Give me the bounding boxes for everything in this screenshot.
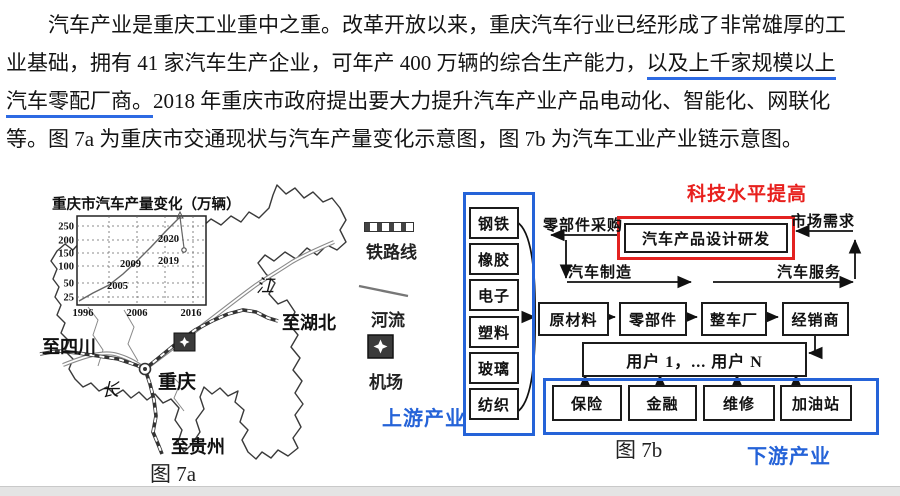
label-to-guizhou: 至贵州 xyxy=(171,437,225,457)
line1-text: 汽车产业是重庆工业重中之重。改革开放以来，重庆汽车行业已经形成了非常雄厚的工 xyxy=(48,13,846,37)
chart-gridlines xyxy=(77,216,206,305)
market-demand-label: 市场需求 xyxy=(791,214,856,230)
river-legend-label: 河流 xyxy=(371,311,405,330)
upstream-group-box xyxy=(463,192,535,436)
airport-legend-icon xyxy=(367,334,394,359)
downstream-item-insurance: 保险 xyxy=(552,385,622,421)
airport-symbol xyxy=(173,332,196,352)
railway-legend-icon xyxy=(364,222,414,232)
svg-text:50: 50 xyxy=(64,279,75,290)
bottom-page-edge xyxy=(0,486,900,496)
figure-7b-caption: 图 7b xyxy=(615,438,663,462)
chart-peak-marker xyxy=(176,210,184,219)
river-char-jiang: 江 xyxy=(256,276,276,296)
label-to-sichuan: 至四川 xyxy=(42,337,96,357)
svg-text:250: 250 xyxy=(58,222,74,233)
chart-2019-marker xyxy=(181,247,187,253)
line2-underlined-text: 以及上千家规模以上 xyxy=(646,51,836,80)
upstream-item-glass: 玻璃 xyxy=(469,352,519,384)
railway-legend-label: 铁路线 xyxy=(366,243,417,262)
upstream-item-steel: 钢铁 xyxy=(469,207,519,239)
upstream-item-electronics: 电子 xyxy=(469,279,519,311)
paragraph-line-1: 汽车产业是重庆工业重中之重。改革开放以来，重庆汽车行业已经形成了非常雄厚的工 xyxy=(6,6,898,44)
paragraph-line-2: 业基础，拥有 41 家汽车生产企业，可年产 400 万辆的综合生产能力，以及上千… xyxy=(6,44,898,82)
upstream-item-rubber: 橡胶 xyxy=(469,243,519,275)
figure-7b-diagram: 钢铁 橡胶 电子 塑料 玻璃 纺织 科技水平提高 汽车产品设计研发 零部件采购 … xyxy=(455,178,900,478)
figure-7a-map: 至四川 至湖北 至贵州 重庆 长 江 重庆市汽车产量变化（万辆） 250 200… xyxy=(39,184,347,460)
svg-text:150: 150 xyxy=(58,249,74,260)
downstream-industry-label: 下游产业 xyxy=(747,446,831,468)
inset-chart: 重庆市汽车产量变化（万辆） 250 200 150 100 50 25 1996… xyxy=(52,195,241,319)
upstream-item-textile: 纺织 xyxy=(469,388,519,420)
svg-text:25: 25 xyxy=(64,293,75,304)
downstream-item-repair: 维修 xyxy=(703,385,775,421)
figure-7a-caption: 图 7a xyxy=(150,462,197,486)
chart-yticks: 250 200 150 100 50 25 xyxy=(58,222,74,304)
rd-red-box: 汽车产品设计研发 xyxy=(617,216,795,260)
service-label: 汽车服务 xyxy=(777,265,842,281)
svg-text:2019: 2019 xyxy=(158,256,179,267)
chart-drop-line xyxy=(179,216,185,249)
paragraph-line-4: 等。图 7a 为重庆市交通现状与汽车产量变化示意图，图 7b 为汽车工业产业链示… xyxy=(6,120,898,158)
upstream-industry-label: 上游产业 xyxy=(382,408,466,430)
manufacture-label: 汽车制造 xyxy=(568,265,633,281)
downstream-item-finance: 金融 xyxy=(628,385,697,421)
line3-underlined-text: 汽车零配厂商。 xyxy=(6,89,153,118)
railway-lines xyxy=(39,308,279,455)
users-box: 用户 1，... 用户 N xyxy=(582,342,807,377)
chain-dealer: 经销商 xyxy=(782,302,849,336)
label-chongqing: 重庆 xyxy=(158,370,196,393)
line2-text: 业基础，拥有 41 家汽车生产企业，可年产 400 万辆的综合生产能力， xyxy=(6,51,647,75)
city-symbol xyxy=(138,362,152,376)
svg-text:2005: 2005 xyxy=(107,281,128,292)
river-legend-icon xyxy=(358,284,409,298)
svg-text:2016: 2016 xyxy=(181,308,202,319)
line3-text: 2018 年重庆市政府提出要大力提升汽车产业产品电动化、智能化、网联化 xyxy=(153,89,831,113)
tech-level-label: 科技水平提高 xyxy=(687,184,808,205)
chart-xticks: 1996 2006 2016 xyxy=(73,308,202,319)
svg-text:100: 100 xyxy=(58,262,74,273)
chart-annotations: 2005 2009 2020 2019 xyxy=(107,234,179,292)
airport-legend-label: 机场 xyxy=(369,373,403,392)
chain-vehicle-factory: 整车厂 xyxy=(701,302,767,336)
paragraph-line-3: 汽车零配厂商。2018 年重庆市政府提出要大力提升汽车产业产品电动化、智能化、网… xyxy=(6,82,898,120)
river-char-chang: 长 xyxy=(101,380,121,400)
downstream-group-box xyxy=(543,378,879,435)
svg-text:1996: 1996 xyxy=(73,308,94,319)
parts-procurement-label: 零部件采购 xyxy=(543,218,624,234)
chart-title: 重庆市汽车产量变化（万辆） xyxy=(52,195,241,213)
chart-curve xyxy=(78,216,181,302)
intro-paragraph: 汽车产业是重庆工业重中之重。改革开放以来，重庆汽车行业已经形成了非常雄厚的工 业… xyxy=(6,6,898,158)
chain-parts: 零部件 xyxy=(619,302,687,336)
svg-text:2020: 2020 xyxy=(158,234,179,245)
svg-text:2006: 2006 xyxy=(127,308,148,319)
chain-raw-materials: 原材料 xyxy=(538,302,609,336)
svg-text:2009: 2009 xyxy=(120,259,141,270)
line4-text: 等。图 7a 为重庆市交通现状与汽车产量变化示意图，图 7b 为汽车工业产业链示… xyxy=(6,127,803,151)
downstream-item-gas-station: 加油站 xyxy=(780,385,852,421)
upstream-item-plastic: 塑料 xyxy=(469,316,519,348)
label-to-hubei: 至湖北 xyxy=(282,313,336,333)
svg-text:200: 200 xyxy=(58,236,74,247)
rd-box-text: 汽车产品设计研发 xyxy=(624,223,788,253)
